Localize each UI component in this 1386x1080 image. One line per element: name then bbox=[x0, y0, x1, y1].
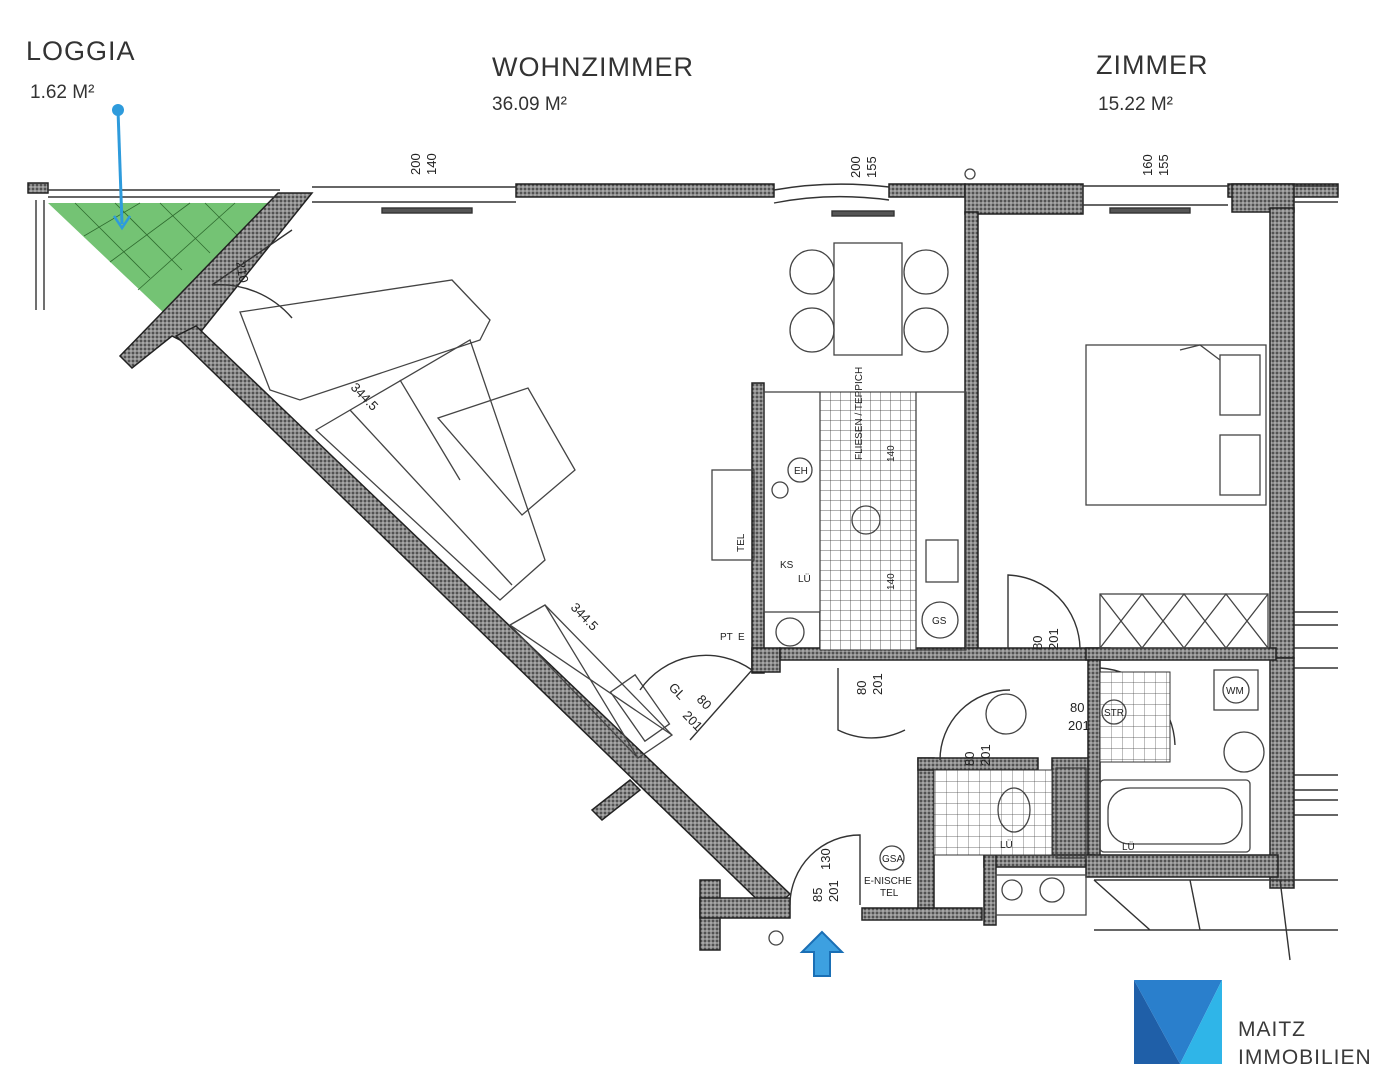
label-gs: GS bbox=[932, 616, 947, 627]
label-lu-wc: LÜ bbox=[1000, 839, 1013, 851]
loggia-tile-grid bbox=[74, 202, 241, 291]
bed bbox=[1085, 344, 1267, 506]
loggia-title: LOGGIA bbox=[26, 36, 136, 66]
win2-dim-a: 200 bbox=[848, 156, 863, 178]
bedroom-area: 15.22 M² bbox=[1098, 94, 1173, 115]
wc-door-b: 201 bbox=[978, 744, 993, 766]
loggia-area-fill bbox=[48, 203, 282, 313]
gl-door-a: GL bbox=[666, 680, 689, 703]
entry-door-a: 85 bbox=[810, 888, 825, 902]
label-tel: TEL bbox=[736, 533, 747, 552]
bathroom bbox=[933, 669, 1265, 916]
wardrobe bbox=[508, 604, 674, 759]
brand-line1: MAITZ bbox=[1238, 1018, 1306, 1041]
loggia-area: 1.62 M² bbox=[30, 82, 94, 103]
maitz-logo-icon bbox=[1134, 980, 1222, 1064]
windows bbox=[35, 183, 1338, 310]
win1-dim-b: 140 bbox=[424, 153, 439, 175]
label-eh: EH bbox=[794, 466, 808, 477]
column-marker-entry bbox=[768, 930, 784, 946]
kitchen-dim-b: 140 bbox=[886, 573, 897, 590]
hall-door-dim-b: 201 bbox=[870, 673, 885, 695]
label-lu-bath: LÜ bbox=[1122, 841, 1135, 853]
gl-door-c: 201 bbox=[680, 708, 706, 734]
label-gsa: GSA bbox=[882, 854, 903, 865]
wc-door-a: 80 bbox=[962, 752, 977, 766]
win1-dim-a: 200 bbox=[408, 153, 423, 175]
bed-door-dim-b: 201 bbox=[1046, 628, 1061, 650]
label-str: STR bbox=[1104, 708, 1124, 719]
sofa bbox=[239, 279, 576, 601]
entry-door-b: 201 bbox=[826, 880, 841, 902]
loggia-door-swing bbox=[211, 229, 293, 319]
win2-dim-b: 155 bbox=[864, 156, 879, 178]
label-lu-kitchen: LÜ bbox=[798, 573, 811, 585]
wall-dim: 344.5 bbox=[568, 600, 601, 634]
hall-door-dim-a: 80 bbox=[854, 681, 869, 695]
label-e: E bbox=[738, 632, 745, 643]
bath-door-a: 80 bbox=[1070, 700, 1084, 715]
label-wm: WM bbox=[1226, 686, 1244, 697]
floor-note: FLIESEN / TEPPICH bbox=[854, 367, 865, 460]
label-enische: E-NISCHE bbox=[864, 876, 912, 887]
living-area: 36.09 M² bbox=[492, 94, 567, 115]
bath-door-b: 201 bbox=[1068, 718, 1090, 733]
bedroom-wardrobe bbox=[1099, 592, 1269, 650]
dining-set bbox=[789, 242, 949, 356]
walls bbox=[27, 182, 1339, 951]
win3-dim-b: 155 bbox=[1156, 154, 1171, 176]
location-pin-arrow-icon bbox=[112, 104, 132, 231]
entrance-arrow-icon[interactable] bbox=[799, 930, 845, 977]
living-title: WOHNZIMMER bbox=[492, 52, 694, 82]
loggia-door-dim: 210 bbox=[233, 260, 252, 284]
column-marker bbox=[964, 168, 976, 180]
gl-door-b: 80 bbox=[694, 692, 715, 713]
label-pt: PT bbox=[720, 632, 733, 643]
stair-lines bbox=[1093, 611, 1338, 961]
brand-line2: IMMOBILIEN bbox=[1238, 1046, 1372, 1069]
kitchen-dim-a: 140 bbox=[886, 445, 897, 462]
kitchen bbox=[711, 391, 967, 651]
bed-door-dim-a: 80 bbox=[1030, 636, 1045, 650]
gsa-circle bbox=[879, 845, 905, 871]
bedroom-title: ZIMMER bbox=[1096, 50, 1208, 80]
entry-door-c: 130 bbox=[818, 848, 833, 870]
label-tel2: TEL bbox=[880, 888, 899, 899]
win3-dim-a: 160 bbox=[1140, 154, 1155, 176]
label-ks: KS bbox=[780, 560, 794, 571]
